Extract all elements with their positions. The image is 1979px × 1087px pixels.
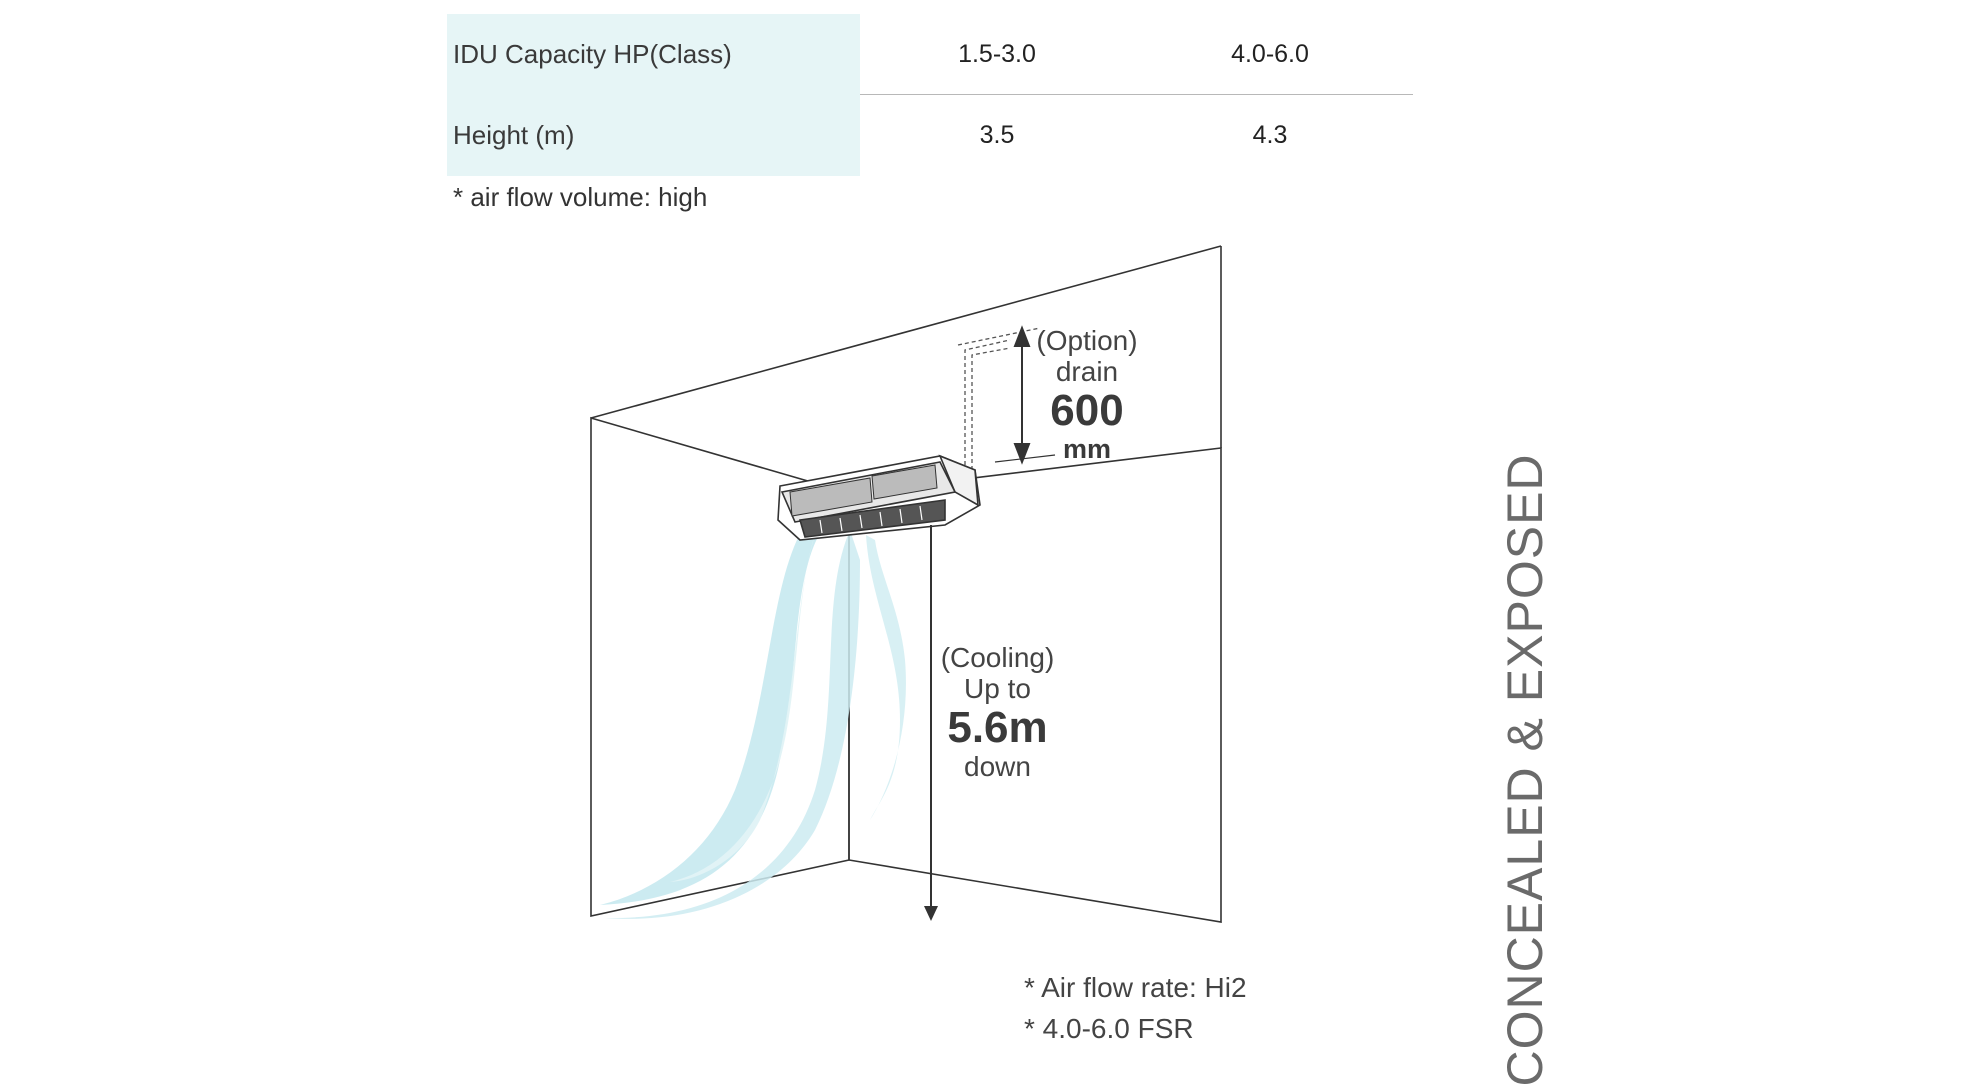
- spec-table: IDU Capacity HP(Class) 1.5-3.0 4.0-6.0 H…: [447, 14, 1413, 176]
- drain-unit: mm: [1062, 433, 1111, 464]
- cooling-label: (Cooling) Up to 5.6m down: [925, 642, 1070, 782]
- side-title: CONCEALED & EXPOSED: [1497, 453, 1553, 1087]
- installation-diagram: [590, 245, 1222, 923]
- table-cell: 4.0-6.0: [1231, 40, 1309, 68]
- cooling-value: 5.6m: [947, 702, 1048, 752]
- diagram-footnotes: * Air flow rate: Hi2 * 4.0-6.0 FSR: [1024, 967, 1247, 1049]
- indoor-unit: [777, 454, 981, 541]
- table-cell: 1.5-3.0: [958, 40, 1036, 68]
- table-row: IDU Capacity HP(Class) 1.5-3.0 4.0-6.0: [447, 14, 1413, 95]
- footnote: * Air flow rate: Hi2: [1024, 972, 1247, 1003]
- row-label: Height (m): [447, 95, 860, 176]
- drain-value: 600: [1050, 385, 1124, 435]
- drain-pipe: [957, 327, 1041, 472]
- airflow-stream: [600, 520, 906, 919]
- table-footnote: * air flow volume: high: [453, 182, 708, 212]
- drain-height-arrow: [994, 325, 1056, 465]
- table-cell: 3.5: [979, 121, 1015, 149]
- footnote: * 4.0-6.0 FSR: [1024, 1013, 1194, 1044]
- drain-label: (Option) drain 600 mm: [1022, 325, 1152, 464]
- room-outline: [590, 245, 1222, 923]
- cooling-down-text: down: [964, 750, 1031, 782]
- row-label: IDU Capacity HP(Class): [447, 14, 860, 95]
- drain-text: drain: [1055, 356, 1119, 388]
- table-cell: 4.3: [1252, 121, 1288, 149]
- cooling-height-arrow: [924, 525, 938, 921]
- table-row: Height (m) 3.5 4.3: [447, 95, 1413, 176]
- cooling-upto-text: Up to: [964, 673, 1031, 705]
- drain-option-text: (Option): [1036, 325, 1138, 356]
- cooling-mode-text: (Cooling): [940, 642, 1055, 673]
